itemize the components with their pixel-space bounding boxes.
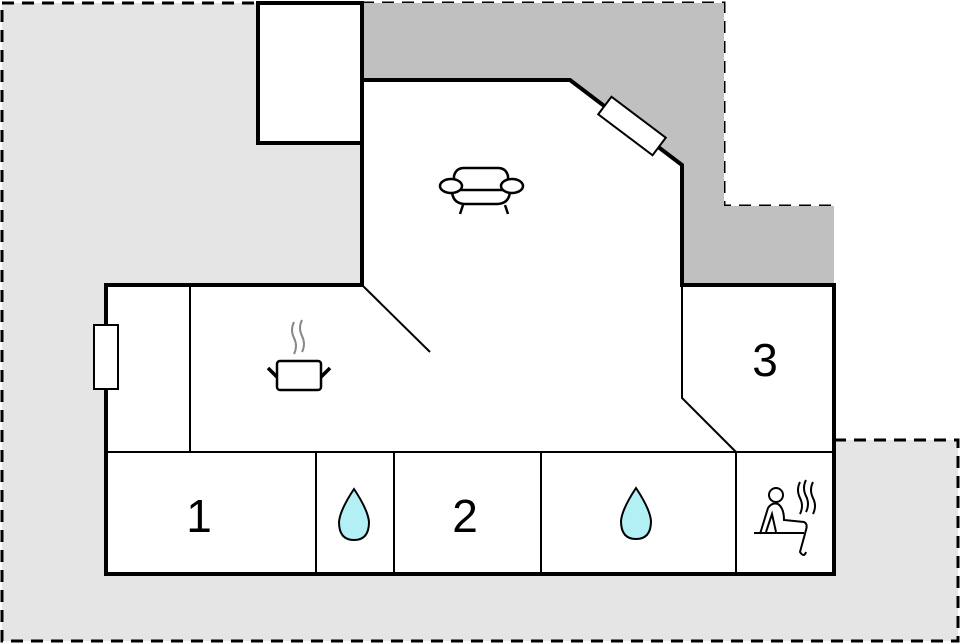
room-label-3: 3 — [752, 334, 778, 386]
water-drop-icon — [337, 487, 371, 542]
sauna-icon — [754, 479, 816, 556]
water-drop-icon — [619, 486, 653, 541]
cooking-pot-icon — [266, 319, 332, 392]
window-northeast — [596, 95, 668, 157]
storage-room — [258, 3, 362, 143]
window-west — [93, 324, 119, 390]
terrace — [362, 3, 834, 285]
room-label-1: 1 — [186, 490, 212, 542]
room-label-2: 2 — [452, 490, 478, 542]
interior — [106, 80, 834, 574]
storage-wall — [256, 1, 364, 145]
interior-walls — [106, 80, 834, 574]
sofa-icon — [438, 166, 525, 215]
